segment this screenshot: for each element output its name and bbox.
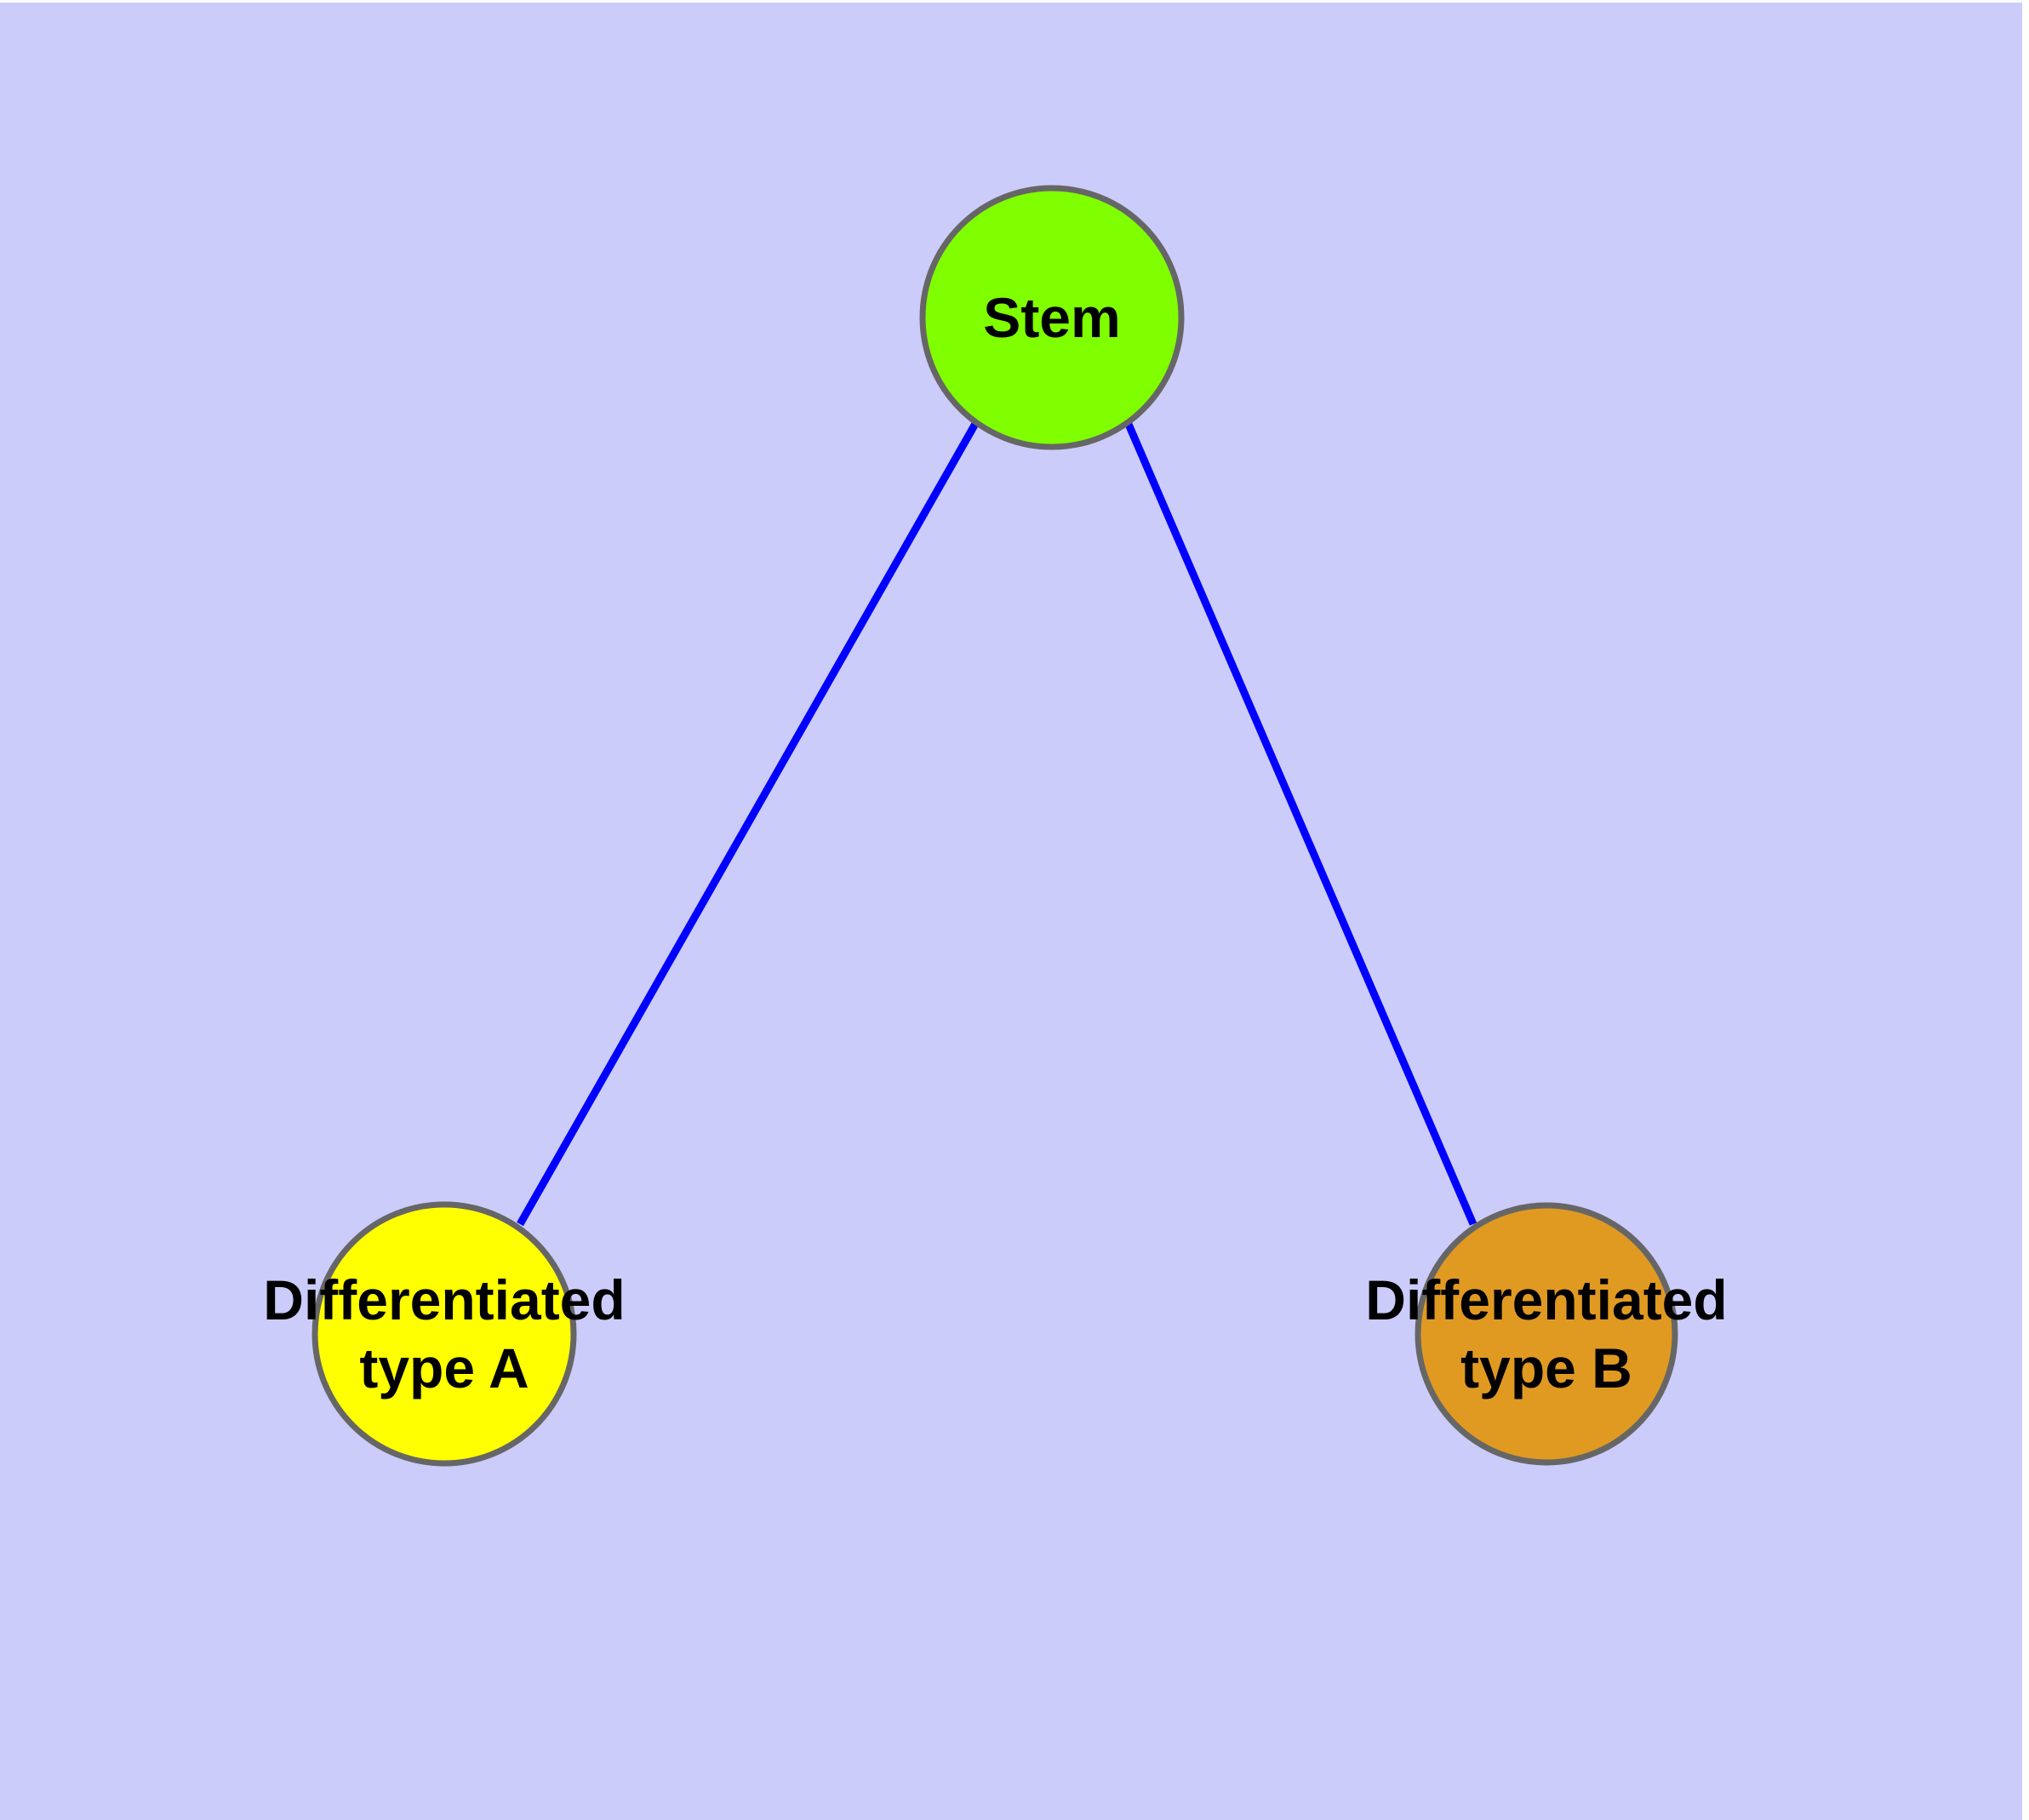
node-differentiated-type-b-circle[interactable] (1415, 1202, 1678, 1466)
node-label-line: Differentiated (263, 1268, 625, 1331)
edge-layer (517, 420, 1477, 1227)
node-label-line: type B (1460, 1336, 1632, 1399)
edge-stem-to-differentiated-type-b[interactable] (1123, 421, 1477, 1226)
edge-stem-to-differentiated-type-a[interactable] (517, 420, 980, 1227)
node-differentiated-type-a-circle[interactable] (311, 1201, 577, 1467)
node-label-line: type A (359, 1336, 529, 1399)
node-label-line: Differentiated (1365, 1268, 1727, 1331)
node-stem-circle[interactable] (919, 185, 1185, 450)
node-stem[interactable]: Stem (919, 185, 1185, 450)
node-label-line: Stem (983, 286, 1120, 349)
node-stem-label: Stem (983, 286, 1120, 349)
